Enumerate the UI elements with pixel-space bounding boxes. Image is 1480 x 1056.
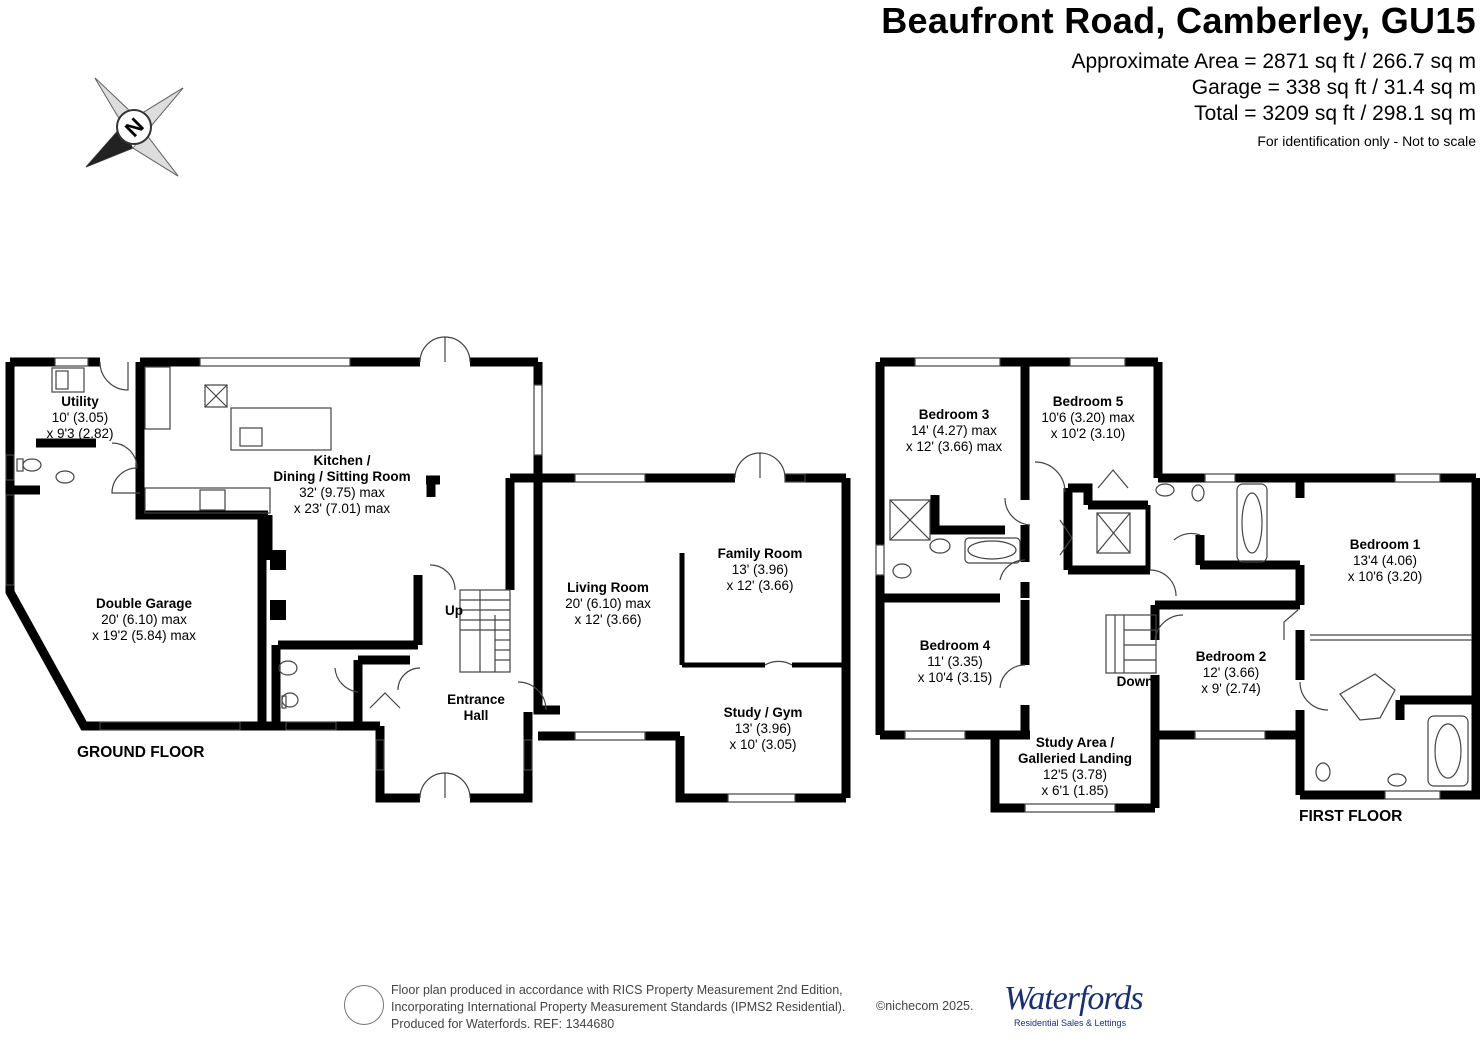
hall-name-1: Entrance <box>447 692 505 707</box>
bedroom2-name: Bedroom 2 <box>1196 649 1267 664</box>
footer-line-2: Incorporating International Property Mea… <box>391 1000 846 1014</box>
footer-line-1: Floor plan produced in accordance with R… <box>391 983 843 997</box>
bedroom1-name: Bedroom 1 <box>1350 537 1421 552</box>
landing-dim2: x 6'1 (1.85) <box>1041 783 1108 798</box>
kitchen-name-1: Kitchen / <box>313 453 370 468</box>
bedroom4-dim2: x 10'4 (3.15) <box>918 670 993 685</box>
landing-name-2: Galleried Landing <box>1018 751 1132 766</box>
total-area: Total = 3209 sq ft / 298.1 sq m <box>1194 102 1476 125</box>
first-floor-walls <box>875 357 1480 813</box>
waterfords-tagline: Residential Sales & Lettings <box>1014 1018 1127 1028</box>
utility-dim1: 10' (3.05) <box>52 410 109 425</box>
bedroom4-name: Bedroom 4 <box>920 638 991 653</box>
waterfords-logo: Waterfords <box>1004 980 1144 1017</box>
first-floor-details <box>875 357 1472 813</box>
study-name: Study / Gym <box>724 705 803 720</box>
bedroom1-dim1: 13'4 (4.06) <box>1353 553 1417 568</box>
first-floor-label: FIRST FLOOR <box>1299 808 1402 825</box>
disclaimer-note: For identification only - Not to scale <box>1257 133 1476 149</box>
family-dim1: 13' (3.96) <box>732 562 789 577</box>
stairs-up-label: Up <box>445 603 463 618</box>
ground-floor-walls <box>5 357 851 803</box>
bedroom5-name: Bedroom 5 <box>1053 394 1124 409</box>
compass-icon: N <box>85 77 184 177</box>
bedroom1-dim2: x 10'6 (3.20) <box>1348 569 1423 584</box>
footer-note: Floor plan produced in accordance with R… <box>391 982 845 1033</box>
bedroom5-dim1: 10'6 (3.20) max <box>1041 410 1135 425</box>
copyright: ©nichecom 2025. <box>876 999 974 1013</box>
garage-dim1: 20' (6.10) max <box>101 612 187 627</box>
rics-logo-icon <box>344 985 384 1025</box>
bedroom5-dim2: x 10'2 (3.10) <box>1051 426 1126 441</box>
garage-name: Double Garage <box>96 596 193 611</box>
study-dim2: x 10' (3.05) <box>729 737 796 752</box>
bedroom2-dim2: x 9' (2.74) <box>1201 681 1261 696</box>
bedroom3-dim1: 14' (4.27) max <box>911 423 997 438</box>
living-dim1: 20' (6.10) max <box>565 596 651 611</box>
family-dim2: x 12' (3.66) <box>726 578 793 593</box>
bedroom4-dim1: 11' (3.35) <box>927 654 983 669</box>
kitchen-name-2: Dining / Sitting Room <box>273 469 410 484</box>
living-dim2: x 12' (3.66) <box>574 612 641 627</box>
landing-dim1: 12'5 (3.78) <box>1043 767 1107 782</box>
bedroom3-dim2: x 12' (3.66) max <box>906 439 1003 454</box>
kitchen-dim2: x 23' (7.01) max <box>294 501 391 516</box>
ground-floor-details <box>5 336 806 803</box>
bedroom3-name: Bedroom 3 <box>919 407 990 422</box>
study-dim1: 13' (3.96) <box>735 721 792 736</box>
stairs-down-label: Down <box>1117 674 1154 689</box>
hall-name-2: Hall <box>464 708 489 723</box>
ground-floor-labels: Utility 10' (3.05) x 9'3 (2.82) Kitchen … <box>46 394 802 761</box>
property-title: Beaufront Road, Camberley, GU15 <box>881 0 1476 41</box>
utility-dim2: x 9'3 (2.82) <box>46 426 113 441</box>
approximate-area: Approximate Area = 2871 sq ft / 266.7 sq… <box>1071 50 1477 73</box>
landing-name-1: Study Area / <box>1036 735 1115 750</box>
ground-floor-label: GROUND FLOOR <box>77 744 204 761</box>
first-floor-labels: Bedroom 3 14' (4.27) max x 12' (3.66) ma… <box>906 394 1423 825</box>
family-name: Family Room <box>718 546 803 561</box>
kitchen-dim1: 32' (9.75) max <box>299 485 385 500</box>
bedroom2-dim1: 12' (3.66) <box>1203 665 1260 680</box>
garage-area: Garage = 338 sq ft / 31.4 sq m <box>1191 76 1476 99</box>
living-name: Living Room <box>567 580 649 595</box>
utility-name: Utility <box>61 394 99 409</box>
garage-dim2: x 19'2 (5.84) max <box>92 628 196 643</box>
footer-line-3: Produced for Waterfords. REF: 1344680 <box>391 1017 615 1031</box>
